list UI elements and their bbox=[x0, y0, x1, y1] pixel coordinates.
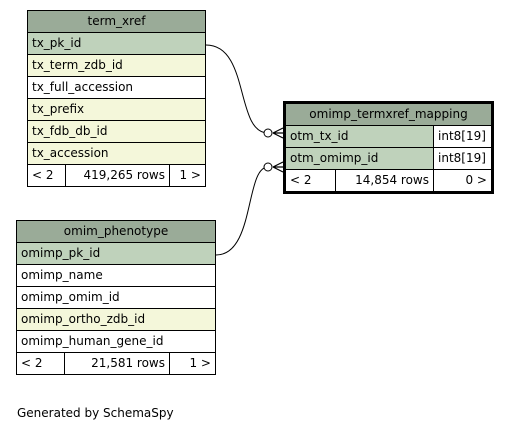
row-count: 14,854 rows bbox=[335, 169, 434, 192]
column-row[interactable]: tx_prefix bbox=[27, 98, 206, 121]
fk-end-circle-omimp bbox=[263, 162, 273, 172]
table-title[interactable]: term_xref bbox=[27, 10, 206, 33]
column-row[interactable]: omimp_ortho_zdb_id bbox=[16, 308, 216, 331]
column-row[interactable]: omimp_name bbox=[16, 264, 216, 287]
table-title[interactable]: omim_phenotype bbox=[16, 220, 216, 243]
children-count[interactable]: 1 > bbox=[169, 164, 206, 187]
column-row[interactable]: tx_accession bbox=[27, 142, 206, 165]
fk-line-tx bbox=[205, 44, 269, 134]
column-row[interactable]: tx_full_accession bbox=[27, 76, 206, 99]
column-type: int8[19] bbox=[433, 147, 492, 170]
column-row[interactable]: omimp_pk_id bbox=[16, 242, 216, 265]
column-row[interactable]: omimp_omim_id bbox=[16, 286, 216, 309]
row-count: 21,581 rows bbox=[64, 352, 170, 375]
crowfoot-omimp bbox=[272, 161, 284, 173]
fk-end-circle-tx bbox=[263, 128, 273, 138]
column-type: int8[19] bbox=[433, 125, 492, 148]
fk-line-omimp bbox=[215, 166, 269, 256]
column-row[interactable]: otm_omimp_id bbox=[285, 147, 434, 170]
parents-count[interactable]: < 2 bbox=[285, 169, 336, 192]
column-row[interactable]: omimp_human_gene_id bbox=[16, 330, 216, 353]
table-omimp-termxref-mapping[interactable]: omimp_termxref_mapping otm_tx_id int8[19… bbox=[283, 101, 494, 194]
crowfoot-tx bbox=[272, 127, 284, 139]
generated-by-text: Generated by SchemaSpy bbox=[17, 406, 174, 420]
parents-count[interactable]: < 2 bbox=[27, 164, 66, 187]
table-title[interactable]: omimp_termxref_mapping bbox=[285, 103, 492, 126]
column-row[interactable]: tx_fdb_db_id bbox=[27, 120, 206, 143]
table-term-xref[interactable]: term_xref tx_pk_id tx_term_zdb_id tx_ful… bbox=[27, 10, 206, 187]
children-count[interactable]: 1 > bbox=[169, 352, 216, 375]
table-omim-phenotype[interactable]: omim_phenotype omimp_pk_id omimp_name om… bbox=[16, 220, 216, 375]
children-count[interactable]: 0 > bbox=[433, 169, 492, 192]
column-row[interactable]: tx_pk_id bbox=[27, 32, 206, 55]
parents-count[interactable]: < 2 bbox=[16, 352, 65, 375]
column-row[interactable]: otm_tx_id bbox=[285, 125, 434, 148]
row-count: 419,265 rows bbox=[65, 164, 170, 187]
column-row[interactable]: tx_term_zdb_id bbox=[27, 54, 206, 77]
